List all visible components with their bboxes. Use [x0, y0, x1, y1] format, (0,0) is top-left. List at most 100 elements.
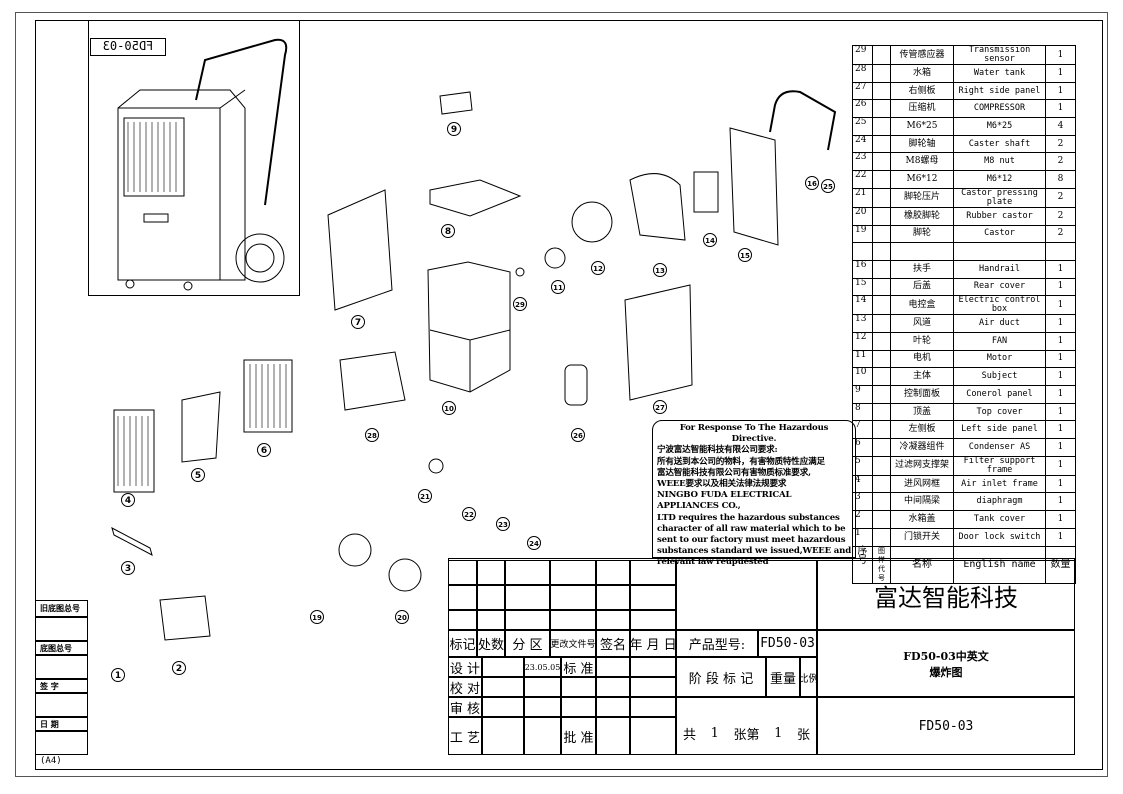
part-castor-pressing-plate [428, 458, 444, 474]
approval-blank-cell [524, 717, 561, 755]
parts-cell-en: Rubber castor [953, 206, 1046, 226]
parts-cell-no: 28 [852, 64, 873, 83]
balloon-circle [527, 536, 541, 550]
parts-cell-en: diaphragm [953, 492, 1046, 512]
parts-cell-q: 1 [1045, 277, 1076, 297]
approval-blank-cell [561, 677, 596, 697]
signature-field [35, 693, 88, 717]
parts-cell-cn: 水箱盖 [890, 510, 954, 529]
part-tank-cover [159, 595, 211, 641]
parts-cell-en: Rear cover [953, 277, 1046, 297]
parts-cell-q: 1 [1045, 438, 1076, 457]
parts-cell-no: 29 [852, 45, 873, 65]
balloon-circle [191, 468, 205, 482]
revision-blank-cell [596, 585, 630, 610]
balloon-number: 15 [740, 252, 750, 260]
parts-cell-no: 11 [852, 349, 873, 369]
balloon-circle [496, 517, 510, 531]
parts-cell-q: 1 [1045, 99, 1076, 119]
parts-cell-en: Water tank [953, 64, 1046, 83]
balloon-circle [257, 443, 271, 457]
balloon-number: 3 [125, 564, 131, 574]
notice-line: LTD requires the hazardous substances [657, 512, 840, 523]
parts-cell-no [852, 242, 873, 261]
parts-cell-en: Caster shaft [953, 134, 1046, 154]
balloon-circle [703, 233, 717, 247]
parts-cell-cn: 脚轮压片 [890, 187, 954, 208]
parts-cell-dn [872, 295, 891, 316]
part-motor [544, 247, 566, 269]
approval-check: 校 对 [448, 677, 482, 697]
revision-blank-cell [630, 585, 676, 610]
parts-cell-dn [872, 314, 891, 333]
approval-blank-cell [482, 697, 524, 717]
assembled-dehumidifier [117, 38, 288, 291]
balloon-number: 25 [823, 183, 833, 191]
parts-cell-en: Right side panel [953, 81, 1046, 101]
approval-blank-cell [630, 697, 676, 717]
approval-blank-cell [482, 657, 524, 677]
parts-cell-en: Subject [953, 367, 1046, 386]
part-control-panel [439, 91, 473, 115]
stage-label: 阶 段 标 记 [676, 657, 766, 697]
parts-cell-q: 1 [1045, 474, 1076, 494]
parts-cell-cn: M6*12 [890, 170, 954, 189]
model-label: 产品型号: [676, 630, 758, 657]
sheet-label: 张第 [733, 727, 760, 743]
parts-cell-en: Air inlet frame [953, 474, 1046, 494]
parts-cell-en: Air duct [953, 314, 1046, 333]
balloon-number: 29 [515, 301, 525, 309]
parts-cell-cn: 扶手 [890, 259, 954, 279]
parts-cell-q: 1 [1045, 295, 1076, 316]
parts-cell-cn: 叶轮 [890, 331, 954, 351]
parts-cell-dn [872, 224, 891, 244]
balloon-number: 1 [115, 671, 121, 681]
parts-cell-en: Handrail [953, 259, 1046, 279]
parts-cell-dn [872, 259, 891, 279]
balloon-number: 11 [553, 284, 563, 292]
revision-blank-cell [448, 560, 477, 585]
parts-cell-dn [872, 492, 891, 512]
parts-header-cn: 名称 [890, 545, 954, 584]
notice-line: character of all raw material which to b… [657, 523, 846, 534]
parts-cell-en: Door lock switch [953, 527, 1046, 547]
approval-approve: 批 准 [561, 717, 596, 755]
parts-cell-dn [872, 45, 891, 65]
base-number-label: 底图总号 [35, 641, 88, 655]
date-field [35, 731, 88, 755]
revision-blank-cell [550, 610, 596, 630]
parts-cell-cn: 电机 [890, 349, 954, 369]
parts-cell-en: Filter support frame [953, 455, 1046, 476]
parts-cell-q: 1 [1045, 64, 1076, 83]
parts-cell-q: 1 [1045, 367, 1076, 386]
parts-cell-q: 1 [1045, 420, 1076, 440]
signature-label: 签 字 [35, 679, 88, 693]
part-filter-support-frame [181, 391, 221, 463]
approval-review: 审 核 [448, 697, 482, 717]
parts-cell-en: Electric control box [953, 295, 1046, 316]
blank-cell [676, 560, 817, 630]
revision-blank-cell [505, 610, 550, 630]
notice-line: 宁波富达智能科技有限公司要求: [657, 445, 778, 456]
parts-cell-cn: 右侧板 [890, 81, 954, 101]
parts-cell-dn [872, 206, 891, 226]
parts-cell-q: 1 [1045, 349, 1076, 369]
balloon-circle [447, 122, 461, 136]
balloon-number: 26 [573, 432, 583, 440]
parts-cell-en: Left side panel [953, 420, 1046, 440]
parts-cell-q: 1 [1045, 81, 1076, 101]
parts-cell-dn [872, 277, 891, 297]
part-rubber-castor [388, 558, 422, 592]
parts-cell-no: 25 [852, 117, 873, 136]
hazardous-directive-notice: For Response To The Hazardous Directive.… [652, 420, 856, 567]
